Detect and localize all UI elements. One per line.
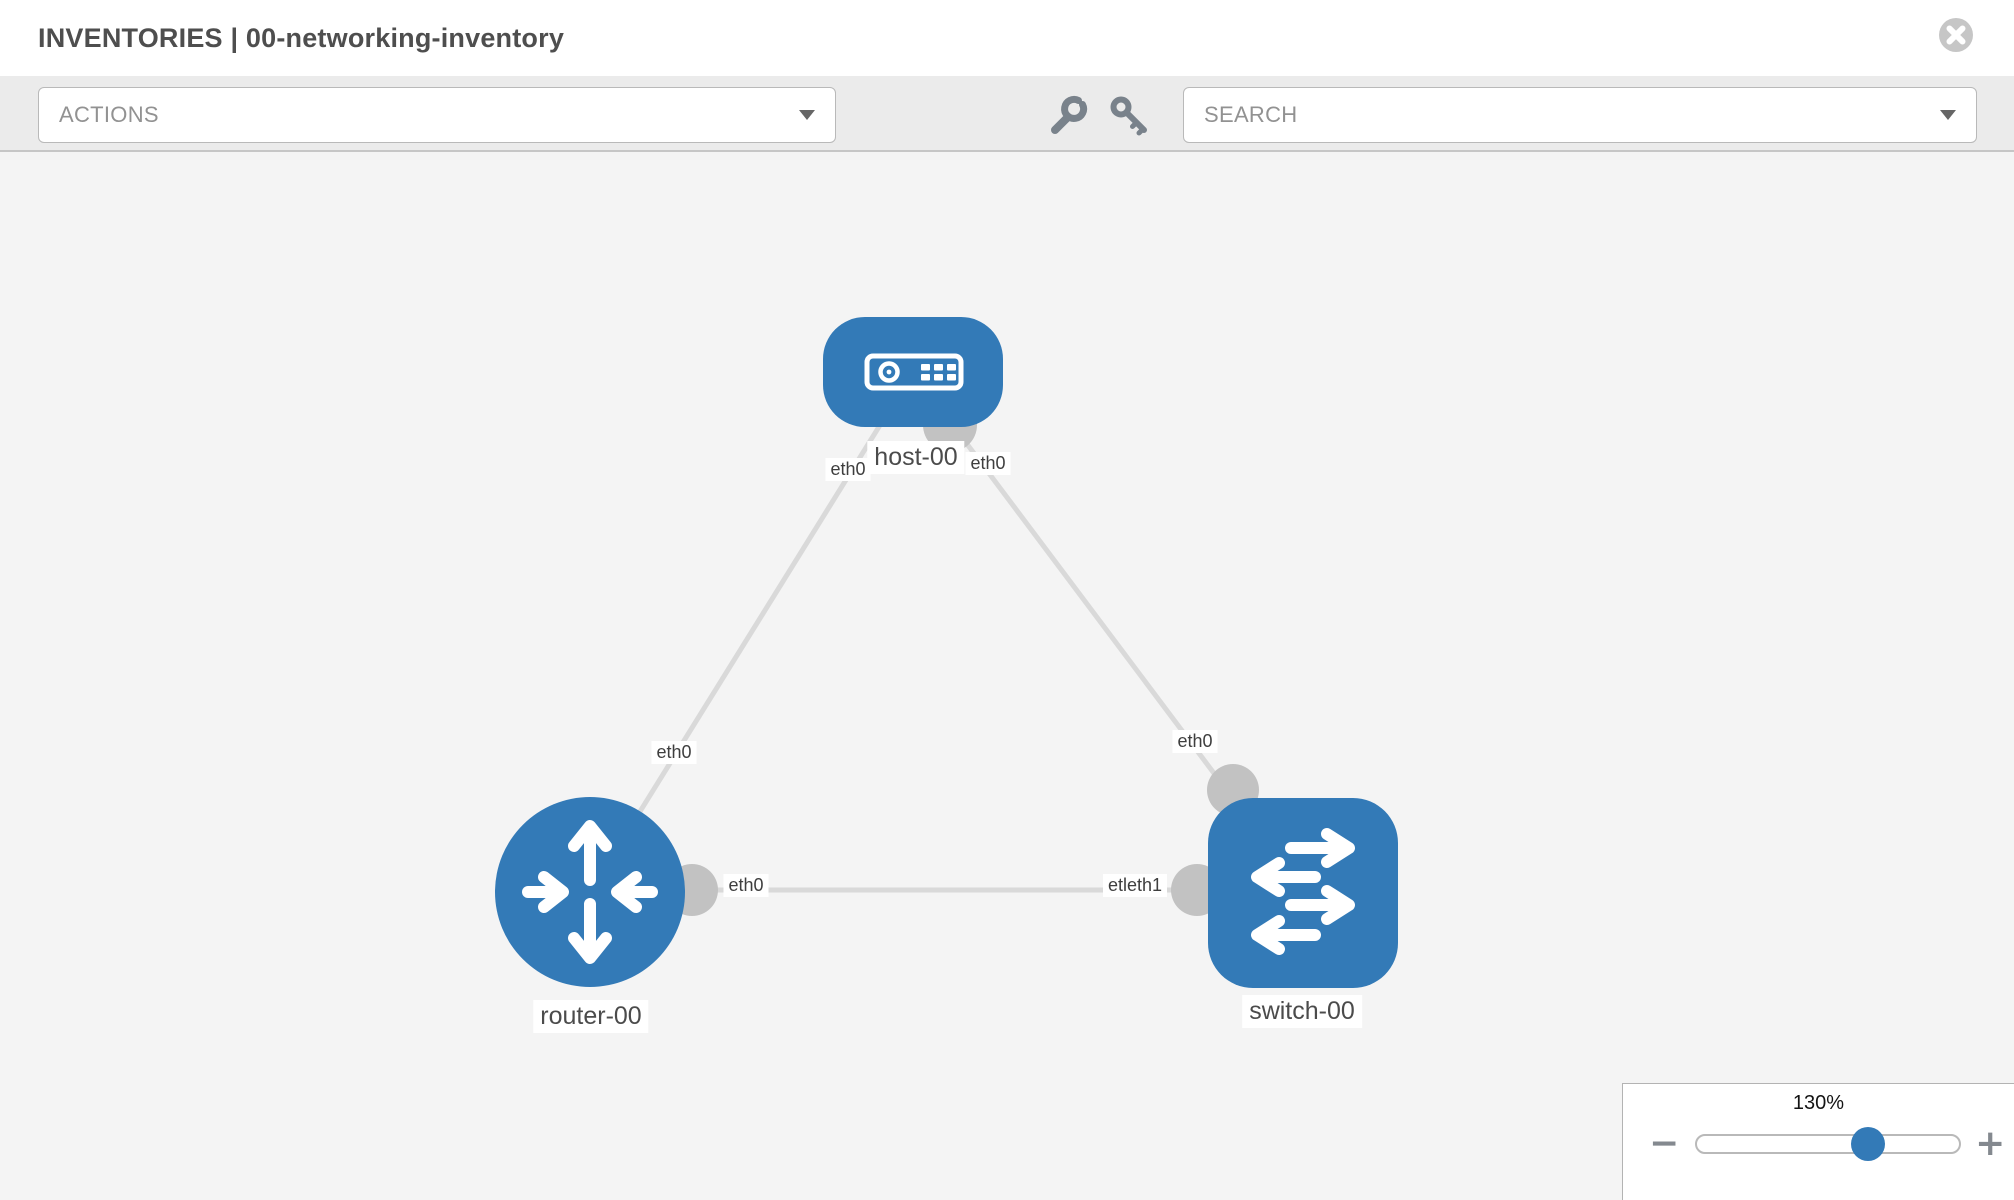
credentials-key-button[interactable] bbox=[1108, 94, 1152, 138]
interface-label: eth0 bbox=[825, 458, 871, 481]
interface-label: eth0 bbox=[723, 874, 769, 897]
interface-label: eth0 bbox=[965, 452, 1011, 475]
node-label-switch: switch-00 bbox=[1242, 995, 1362, 1028]
interface-label: eth1 bbox=[1127, 875, 1163, 895]
zoom-level: 130% bbox=[1792, 1092, 1845, 1114]
configure-tools-button[interactable] bbox=[1045, 94, 1089, 138]
switch-icon bbox=[1251, 828, 1355, 955]
key-icon bbox=[1110, 96, 1147, 136]
zoom-in-button[interactable]: + bbox=[1975, 1123, 2006, 1164]
actions-dropdown[interactable]: ACTIONS bbox=[38, 87, 836, 143]
search-dropdown[interactable]: SEARCH bbox=[1183, 87, 1977, 143]
interface-endpoints bbox=[666, 398, 1259, 916]
search-dropdown-label: SEARCH bbox=[1204, 102, 1298, 127]
topology-canvas[interactable]: eth0 eth0 eth0 eth0 eth0 etleth1 host-00… bbox=[0, 152, 2014, 1200]
interface-label: eth0 bbox=[651, 741, 697, 764]
router-icon bbox=[522, 820, 658, 964]
zoom-out-button[interactable]: − bbox=[1649, 1123, 1680, 1164]
zoom-slider-track[interactable] bbox=[1695, 1127, 1962, 1161]
close-icon bbox=[1939, 18, 1973, 52]
host-icon bbox=[864, 353, 964, 391]
node-label-host: host-00 bbox=[867, 441, 965, 474]
toolbar: ACTIONS SEARCH bbox=[0, 76, 2014, 152]
chevron-down-icon bbox=[1940, 110, 1956, 120]
wrench-icon bbox=[1051, 95, 1088, 134]
header: INVENTORIES | 00-networking-inventory bbox=[0, 0, 2014, 76]
node-label-router: router-00 bbox=[533, 1000, 649, 1033]
page-title: INVENTORIES | 00-networking-inventory bbox=[38, 22, 565, 53]
close-button[interactable] bbox=[1938, 17, 1974, 53]
interface-label-overlap: etleth1 bbox=[1103, 874, 1168, 897]
node-host-00[interactable] bbox=[823, 317, 1003, 427]
interface-label-clipped: etl bbox=[1108, 875, 1128, 895]
interface-label: eth0 bbox=[1172, 730, 1218, 753]
zoom-panel: 130% − + bbox=[1622, 1083, 2014, 1200]
node-switch-00[interactable] bbox=[1208, 798, 1398, 988]
node-router-00[interactable] bbox=[495, 797, 685, 987]
chevron-down-icon bbox=[799, 110, 815, 120]
actions-dropdown-label: ACTIONS bbox=[59, 102, 159, 127]
zoom-slider-thumb[interactable] bbox=[1851, 1127, 1886, 1161]
topology-svg bbox=[495, 317, 1398, 988]
